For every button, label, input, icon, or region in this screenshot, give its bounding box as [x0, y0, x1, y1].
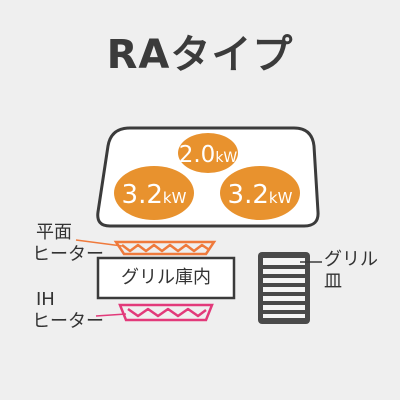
grill-chamber-label: グリル庫内 — [121, 267, 211, 288]
burner-left-unit: kW — [163, 189, 187, 207]
grill-pan-label-line2: 皿 — [324, 271, 342, 292]
grill-pan — [258, 252, 310, 324]
diagram-title: RAタイプ — [106, 32, 294, 78]
ih-heater-label-line1: IH — [36, 289, 55, 310]
flat-heater-label-line1: 平面 — [36, 222, 72, 243]
burner-top-unit: kW — [215, 150, 237, 166]
svg-text:3.2kW: 3.2kW — [122, 180, 187, 210]
grill-pan-label-line1: グリル — [324, 249, 378, 270]
ih-heater — [118, 303, 214, 322]
ih-heater-leader — [95, 313, 127, 317]
flat-heater — [113, 240, 217, 256]
burner-right-unit: kW — [269, 189, 293, 207]
flat-heater-label-line2: ヒーター — [32, 244, 104, 265]
grill-chamber-box — [96, 256, 236, 300]
burner-left: 3.2kW — [114, 166, 194, 220]
svg-text:2.0kW: 2.0kW — [179, 142, 238, 168]
burner-right-value: 3.2 — [228, 180, 269, 210]
ih-heater-label-line2: ヒーター — [32, 311, 104, 332]
burner-top: 2.0kW — [178, 133, 238, 173]
burner-right: 3.2kW — [220, 166, 300, 220]
svg-text:3.2kW: 3.2kW — [228, 180, 293, 210]
burner-left-value: 3.2 — [122, 180, 163, 210]
burner-top-value: 2.0 — [179, 142, 216, 168]
flat-heater-leader — [75, 239, 123, 247]
